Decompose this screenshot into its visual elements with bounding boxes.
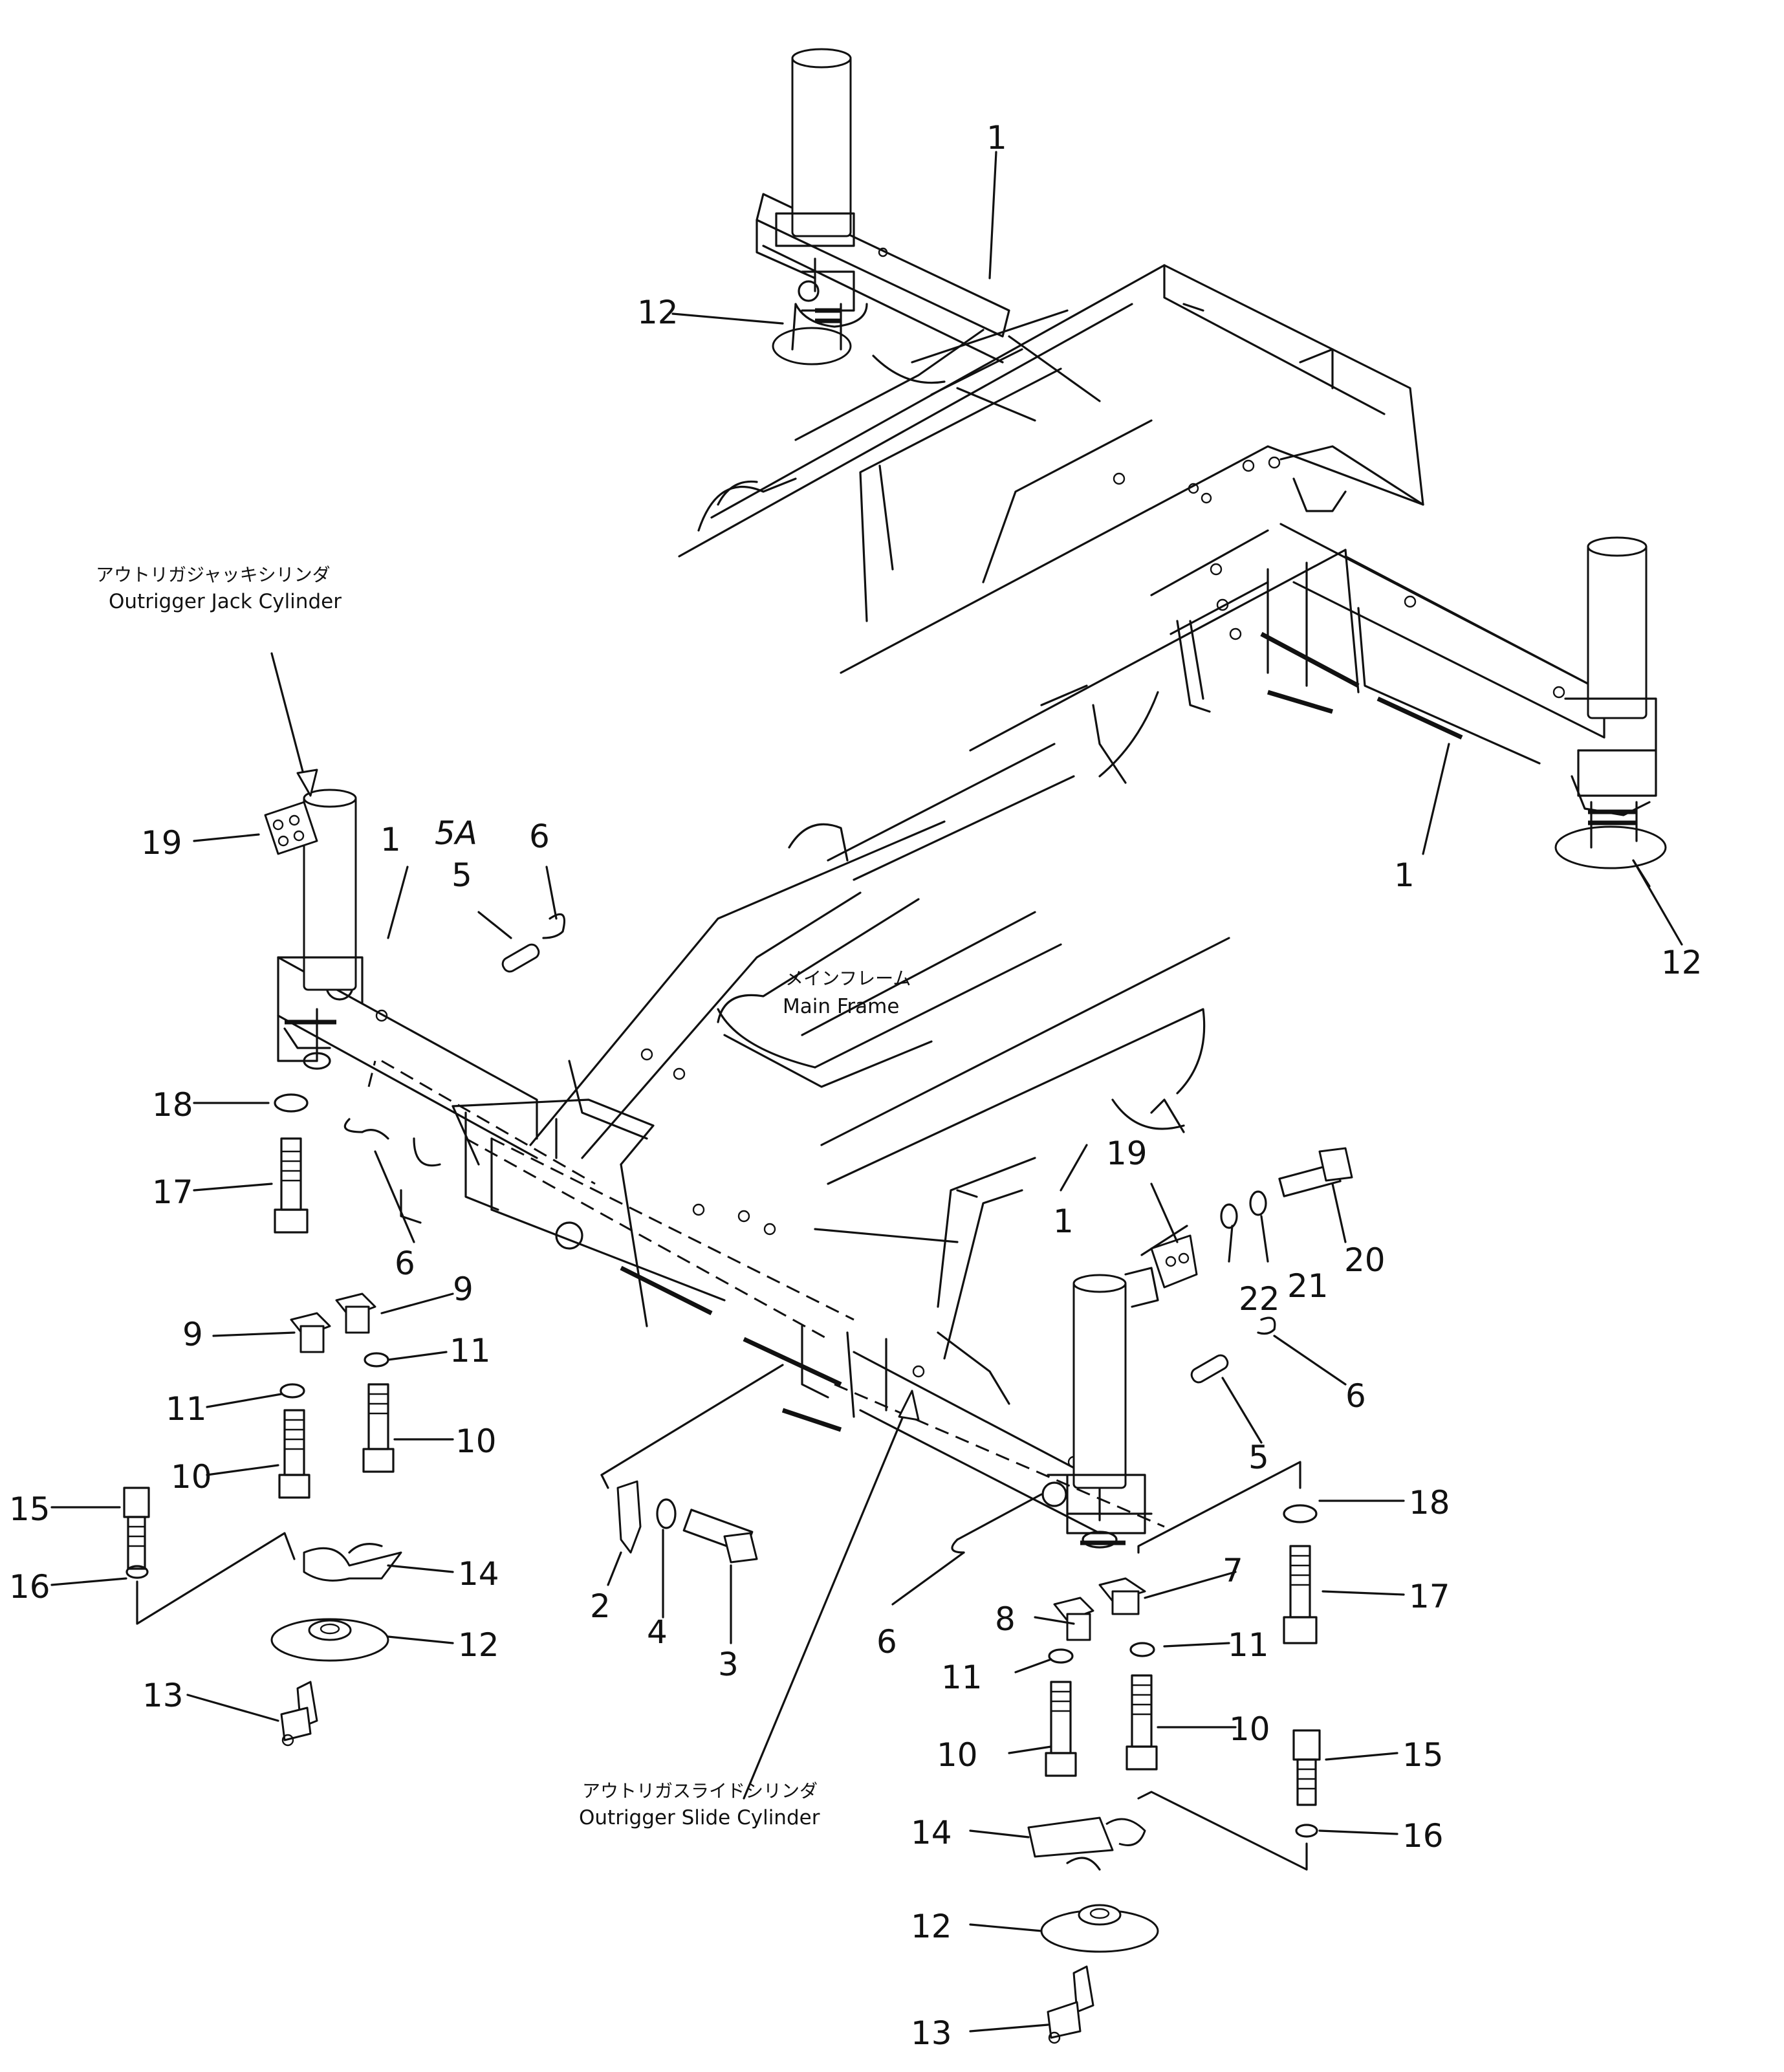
callout-5: 5 <box>451 856 472 894</box>
slide-cylinder-jp-label: アウトリガスライドシリンダ <box>582 1780 818 1802</box>
callout-6: 6 <box>876 1623 897 1661</box>
callout-19: 19 <box>141 824 182 862</box>
handwritten-note: 5A <box>435 814 477 852</box>
captions: アウトリガジャッキシリンダ Outrigger Jack Cylinder メイ… <box>96 564 911 1829</box>
callout-10: 10 <box>937 1736 978 1774</box>
callout-10: 10 <box>455 1423 497 1460</box>
leader-lines <box>50 151 1683 2033</box>
callout-12: 12 <box>637 294 679 331</box>
callout-6: 6 <box>395 1245 415 1282</box>
callout-18: 18 <box>1409 1484 1450 1521</box>
callout-13: 13 <box>911 2014 952 2052</box>
callout-17: 17 <box>1409 1578 1450 1615</box>
callout-numbers: 1 1 1 1 2 3 4 5 5 6 6 6 6 7 8 9 9 10 10 … <box>9 119 1702 2052</box>
callout-12: 12 <box>458 1626 499 1664</box>
callout-6: 6 <box>529 818 550 855</box>
callout-10: 10 <box>171 1458 212 1496</box>
callout-20: 20 <box>1344 1241 1386 1279</box>
callout-1: 1 <box>1394 856 1415 894</box>
main-frame-en-label: Main Frame <box>783 995 899 1018</box>
jack-cylinder-en-label: Outrigger Jack Cylinder <box>109 590 342 613</box>
callout-14: 14 <box>458 1555 499 1593</box>
callout-18: 18 <box>152 1086 193 1124</box>
right-hardware <box>951 1147 1353 2044</box>
callout-11: 11 <box>450 1332 491 1369</box>
front-outrigger-assembly <box>277 743 1230 1549</box>
callout-1: 1 <box>986 119 1007 157</box>
callout-9: 9 <box>182 1316 203 1353</box>
callout-11: 11 <box>941 1659 983 1696</box>
callout-11: 11 <box>1228 1626 1269 1664</box>
callout-5: 5 <box>1248 1439 1269 1476</box>
callout-3: 3 <box>718 1646 739 1683</box>
callout-22: 22 <box>1239 1280 1280 1318</box>
callout-4: 4 <box>647 1613 668 1651</box>
callout-16: 16 <box>9 1568 50 1606</box>
callout-6: 6 <box>1345 1377 1366 1415</box>
callout-12: 12 <box>1661 944 1702 981</box>
callout-13: 13 <box>142 1677 184 1714</box>
callout-8: 8 <box>995 1600 1016 1638</box>
rear-outrigger-assembly <box>678 48 1667 869</box>
callout-16: 16 <box>1402 1817 1444 1855</box>
callout-2: 2 <box>590 1587 611 1625</box>
callout-1: 1 <box>1053 1203 1074 1240</box>
callout-19: 19 <box>1106 1135 1148 1172</box>
callout-10: 10 <box>1229 1710 1270 1748</box>
callout-14: 14 <box>911 1814 952 1851</box>
callout-15: 15 <box>9 1490 50 1528</box>
slide-cylinder-en-label: Outrigger Slide Cylinder <box>579 1806 820 1829</box>
callout-7: 7 <box>1223 1552 1243 1589</box>
callout-12: 12 <box>911 1908 952 1945</box>
callout-21: 21 <box>1287 1267 1329 1305</box>
main-frame-jp-label: メインフレーム <box>785 968 911 989</box>
callout-15: 15 <box>1402 1736 1444 1774</box>
callout-17: 17 <box>152 1173 193 1211</box>
callout-1: 1 <box>380 821 401 858</box>
jack-cylinder-jp-label: アウトリガジャッキシリンダ <box>96 564 331 585</box>
callout-9: 9 <box>453 1270 473 1308</box>
callout-11: 11 <box>166 1390 207 1428</box>
center-hardware <box>600 1364 784 1564</box>
